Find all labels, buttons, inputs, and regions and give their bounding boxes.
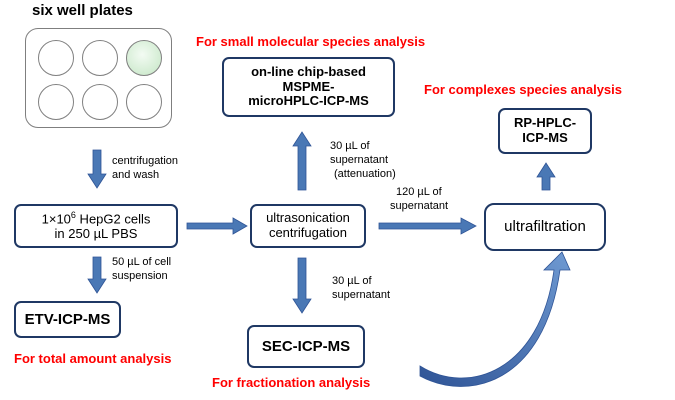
etv-icp-ms-box: ETV-ICP-MS: [14, 301, 121, 338]
caption-total-amount: For total amount analysis: [14, 351, 172, 366]
arrow-cells-to-etv: [87, 256, 107, 294]
caption-small-molecular: For small molecular species analysis: [196, 34, 426, 49]
arrow-plate-to-cells: [87, 149, 107, 189]
well-6: [126, 84, 162, 120]
arrow-cells-to-ultrasonication: [186, 217, 248, 235]
hepg2-cells-box: 1×106 HepG2 cells in 250 µL PBS: [14, 204, 178, 248]
cell-suspension-note: 50 µL of cell suspension: [112, 256, 172, 282]
caption-complexes: For complexes species analysis: [424, 82, 622, 97]
well-5: [82, 84, 118, 120]
arrow-ultrafiltration-to-rphplc: [536, 162, 556, 191]
well-1: [38, 40, 74, 76]
plate-label: six well plates: [32, 2, 133, 19]
centrifugation-note: centrifugation and wash: [112, 155, 179, 181]
well-3-filled: [126, 40, 162, 76]
well-4: [38, 84, 74, 120]
caption-fractionation: For fractionation analysis: [212, 375, 371, 390]
ultrasonication-box: ultrasonication centrifugation: [250, 204, 366, 248]
arrow-sec-to-ultrafiltration: [419, 251, 571, 387]
sec-icp-ms-box: SEC-ICP-MS: [247, 325, 365, 368]
rp-hplc-box: RP-HPLC- ICP-MS: [498, 108, 592, 154]
arrow-ultrasonication-to-ultrafiltration: [378, 217, 477, 235]
attenuation-note: 30 µL of supernatant (attenuation): [330, 140, 396, 180]
arrow-ultrasonication-to-sec: [292, 257, 312, 314]
six-well-plate: [25, 28, 172, 128]
arrow-ultrasonication-to-chip: [292, 131, 312, 191]
well-2: [82, 40, 118, 76]
ultrafiltration-box: ultrafiltration: [484, 203, 606, 251]
supernatant-30-note: 30 µL of supernatant: [332, 275, 391, 301]
chip-based-box: on-line chip-based MSPME- microHPLC-ICP-…: [222, 57, 395, 117]
supernatant-120-note: 120 µL of supernatant: [390, 186, 449, 212]
